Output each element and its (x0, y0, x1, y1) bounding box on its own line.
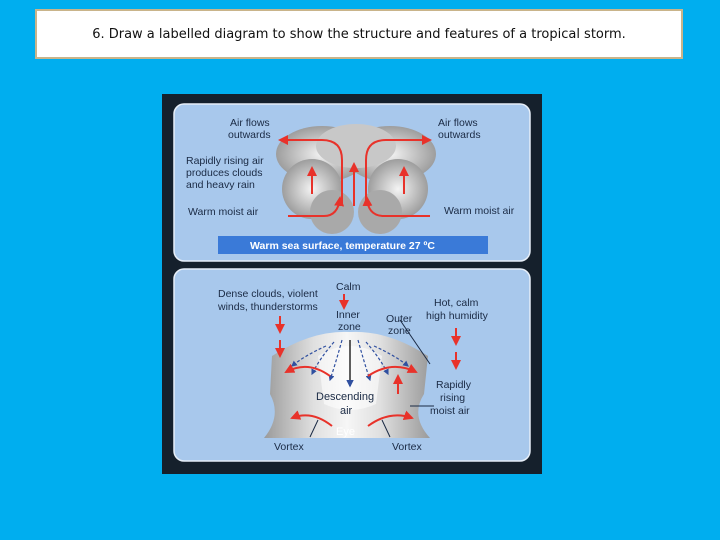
label-rising-moist-air-3: moist air (430, 405, 470, 417)
label-air-flows-out-right-2: outwards (438, 129, 481, 141)
label-dense-clouds-2: winds, thunderstorms (217, 301, 318, 313)
label-inner-zone-2: zone (338, 321, 361, 333)
label-calm: Calm (336, 281, 361, 293)
swirl-arrow-lower-right (367, 410, 414, 427)
question-title-box: 6. Draw a labelled diagram to show the s… (35, 9, 683, 59)
outflow-arrow-right (365, 135, 432, 206)
question-title: 6. Draw a labelled diagram to show the s… (92, 26, 626, 42)
label-vortex-left: Vortex (274, 441, 305, 453)
label-hot-calm-2: high humidity (426, 310, 489, 322)
swirl-arrow-lower-left (290, 410, 333, 427)
label-warm-moist-air-left: Warm moist air (188, 206, 259, 218)
inflow-arrow-right (362, 196, 430, 217)
inflow-arrow-left (288, 196, 345, 217)
leader-outer-zone (399, 319, 431, 365)
label-warm-moist-air-right: Warm moist air (444, 205, 515, 217)
swirl-arrow-upper-left (284, 363, 331, 377)
label-descending-air-1: Descending (316, 391, 374, 403)
outflow-arrow-left (278, 135, 343, 206)
leader-vortex-right (381, 419, 391, 438)
label-air-flows-out-left-1: Air flows (230, 117, 270, 129)
label-rising-moist-air-2: rising (440, 392, 465, 404)
label-vortex-right: Vortex (392, 441, 423, 453)
tropical-storm-diagram: Air flows outwards Air flows outwards Ra… (173, 103, 531, 462)
label-outer-zone-2: zone (388, 325, 411, 337)
label-sea-surface: Warm sea surface, temperature 27 ºC (250, 240, 435, 252)
label-hot-calm-1: Hot, calm (434, 297, 479, 309)
sea-surface-bar (218, 236, 488, 254)
leader-vortex-left (309, 419, 319, 438)
label-inner-zone-1: Inner (336, 309, 360, 321)
label-rising-air-1: Rapidly rising air (186, 155, 264, 167)
label-dense-clouds-1: Dense clouds, violent (218, 288, 318, 300)
tropical-storm-figure: Air flows outwards Air flows outwards Ra… (162, 94, 542, 474)
label-rising-air-2: produces clouds (186, 167, 262, 179)
label-outer-zone-1: Outer (386, 313, 413, 325)
cross-section-panel (173, 103, 531, 262)
label-eye: Eye (336, 426, 355, 438)
label-air-flows-out-right-1: Air flows (438, 117, 478, 129)
label-air-flows-out-left-2: outwards (228, 129, 271, 141)
label-rising-air-3: and heavy rain (186, 179, 255, 191)
label-rising-moist-air-1: Rapidly (436, 379, 472, 391)
swirl-arrow-upper-right (367, 363, 418, 377)
label-descending-air-2: air (340, 405, 353, 417)
